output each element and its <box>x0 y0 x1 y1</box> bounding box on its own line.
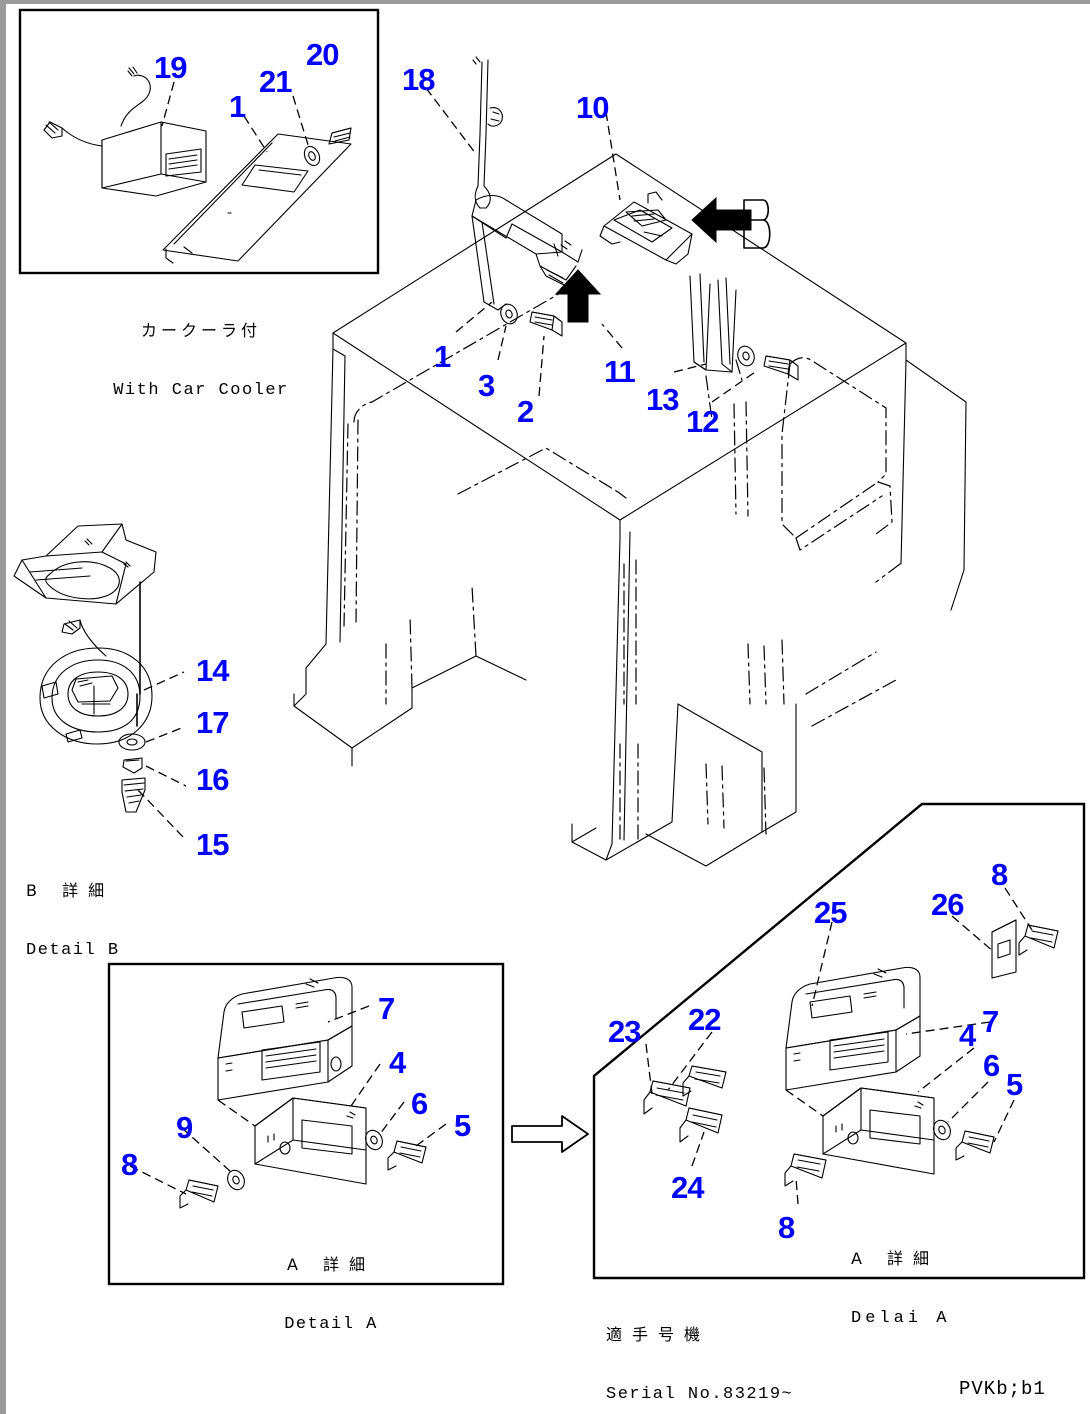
serial-note-jp: 適手号機 <box>606 1325 711 1345</box>
cab-rear-lower <box>805 563 901 727</box>
detail-a-left-leader-lines <box>129 1005 447 1195</box>
callout-4-left: 4 <box>389 1045 406 1080</box>
callout-12: 12 <box>686 404 719 439</box>
serial-note-en: Serial No.83219~ <box>606 1385 794 1405</box>
callout-6-right: 6 <box>983 1048 1000 1083</box>
detail-b-caption-en: Detail B <box>26 941 120 961</box>
detail-a-left-radio-unit <box>217 976 353 1101</box>
serial-note: 適手号機 Serial No.83219~ <box>606 1286 926 1414</box>
antenna-rod-18 <box>472 56 503 209</box>
detail-b-caption-jp: B 詳細 <box>26 881 115 901</box>
callout-7-left: 7 <box>378 991 395 1026</box>
cab-roof-and-body <box>293 153 967 867</box>
callout-1-cooler: 1 <box>229 89 246 124</box>
diagram-linework: .k{fill:none;stroke:#000;stroke-width:1.… <box>13 8 1086 1286</box>
detail-a-left-frame <box>107 962 505 1286</box>
cab-rear-window <box>705 357 893 835</box>
car-cooler-caption-jp: カークーラ付 <box>140 321 261 341</box>
detail-a-left-caption-jp: A 詳細 <box>286 1255 376 1275</box>
callout-5-left: 5 <box>454 1108 471 1143</box>
car-cooler-bezel-panel <box>162 133 352 264</box>
detail-a-right-frame <box>592 802 1086 1280</box>
callout-24: 24 <box>671 1170 704 1205</box>
callout-18: 18 <box>402 62 435 97</box>
detail-a-left-caption: A 詳細 Detail A <box>221 1216 441 1375</box>
callout-7-right: 7 <box>982 1004 999 1039</box>
roof-radio-mount-bracket <box>599 191 693 265</box>
roof-speaker-11-13-12 <box>689 273 799 381</box>
detail-a-right-fasteners <box>643 924 1059 1187</box>
callout-14: 14 <box>196 653 229 688</box>
callout-26: 26 <box>931 887 964 922</box>
callout-20: 20 <box>306 37 339 72</box>
car-cooler-caption-en: With Car Cooler <box>113 381 289 401</box>
cab-front-panel-lines <box>457 447 639 845</box>
callout-1-main: 1 <box>434 339 451 374</box>
detail-a-right-radio-unit <box>785 966 921 1091</box>
callout-25: 25 <box>814 895 847 930</box>
main-view-leader-lines <box>425 87 759 403</box>
arrow-b-indicator <box>691 196 752 244</box>
callout-15: 15 <box>196 827 229 862</box>
detail-b-upper-bracket <box>13 523 157 605</box>
detail-a-left-bezel <box>254 1097 367 1185</box>
detail-a-left-fasteners <box>179 1129 427 1209</box>
marker-letter-b <box>743 199 771 249</box>
callout-16: 16 <box>196 762 229 797</box>
detail-a-right-caption-jp: A 詳細 <box>851 1249 940 1269</box>
car-cooler-radio-unit <box>43 66 207 197</box>
drawing-code: PVKb;b1 <box>959 1378 1046 1400</box>
detail-a-right-bracket-26 <box>991 919 1017 979</box>
detail-b-leader-lines <box>137 671 187 841</box>
cab-left-window <box>343 291 563 627</box>
detail-b-horn-assembly <box>39 619 153 745</box>
detail-a-right-leader-lines <box>645 887 1033 1205</box>
callout-4-right: 4 <box>959 1018 976 1053</box>
detail-b-caption: B 詳細 Detail B <box>26 842 201 1001</box>
callout-19: 19 <box>154 50 187 85</box>
callout-9: 9 <box>176 1110 193 1145</box>
callout-8-right-top: 8 <box>991 857 1008 892</box>
callout-17: 17 <box>196 705 229 740</box>
callout-23: 23 <box>608 1014 641 1049</box>
car-cooler-leader-lines <box>161 81 310 153</box>
callout-8-left: 8 <box>121 1147 138 1182</box>
callout-2: 2 <box>517 394 534 429</box>
car-cooler-fastener-group <box>303 127 352 167</box>
callout-21: 21 <box>259 64 292 99</box>
callout-10: 10 <box>576 90 609 125</box>
arrow-between-detail-a <box>511 1115 589 1153</box>
callout-8-right-bottom: 8 <box>778 1210 795 1245</box>
callout-13: 13 <box>646 382 679 417</box>
callout-22: 22 <box>688 1002 721 1037</box>
cab-door-frame <box>385 585 477 705</box>
callout-11: 11 <box>604 354 636 389</box>
car-cooler-caption: カークーラ付 With Car Cooler <box>81 282 321 441</box>
roof-fastener-3-2 <box>500 303 563 337</box>
callout-6-left: 6 <box>411 1086 428 1121</box>
car-cooler-inset-frame <box>18 8 380 275</box>
detail-a-right-bezel <box>822 1087 935 1175</box>
callout-5-right: 5 <box>1006 1067 1023 1102</box>
arrow-a-indicator-up <box>554 269 602 323</box>
detail-a-right-caption-en: Delai A <box>851 1309 951 1329</box>
detail-b-stud-washer-nut-bolt <box>118 581 146 813</box>
detail-a-left-caption-en: Detail A <box>284 1315 378 1335</box>
callout-3: 3 <box>478 368 495 403</box>
detail-a-right-caption: A 詳細 Delai A <box>851 1210 1051 1369</box>
